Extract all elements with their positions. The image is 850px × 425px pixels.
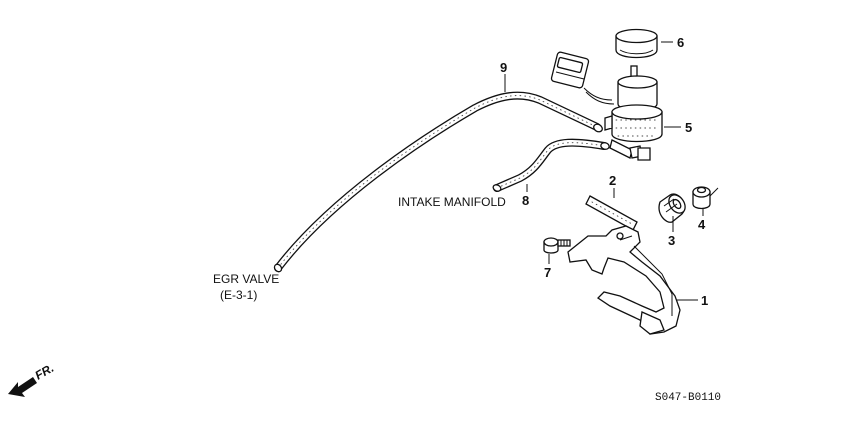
front-label: FR. bbox=[33, 361, 57, 383]
egr-valve-label: EGR VALVE bbox=[213, 272, 279, 286]
cap-6[interactable] bbox=[615, 28, 658, 59]
strip-2[interactable] bbox=[585, 195, 638, 231]
intake-manifold-label: INTAKE MANIFOLD bbox=[398, 195, 506, 209]
hose-9[interactable] bbox=[273, 91, 604, 274]
front-direction-arrow: FR. bbox=[8, 361, 56, 397]
solenoid-valve-5[interactable] bbox=[550, 51, 663, 161]
callout-2: 2 bbox=[609, 173, 616, 188]
callout-1: 1 bbox=[701, 293, 708, 308]
callout-7: 7 bbox=[544, 265, 551, 280]
callout-6: 6 bbox=[677, 35, 684, 50]
bolt-7[interactable] bbox=[543, 237, 571, 254]
egr-reference-label: (E-3-1) bbox=[220, 288, 257, 302]
callout-8: 8 bbox=[522, 193, 529, 208]
callout-5: 5 bbox=[685, 120, 692, 135]
leader-lines bbox=[504, 41, 704, 301]
callout-3: 3 bbox=[668, 233, 675, 248]
diagram-code: S047-B0110 bbox=[655, 392, 721, 404]
nut-4[interactable] bbox=[692, 186, 719, 210]
callout-4: 4 bbox=[698, 217, 706, 232]
grommet-3[interactable] bbox=[658, 192, 688, 223]
callout-9: 9 bbox=[500, 60, 507, 75]
hose-8[interactable] bbox=[492, 138, 610, 193]
bracket-1[interactable] bbox=[567, 225, 681, 335]
